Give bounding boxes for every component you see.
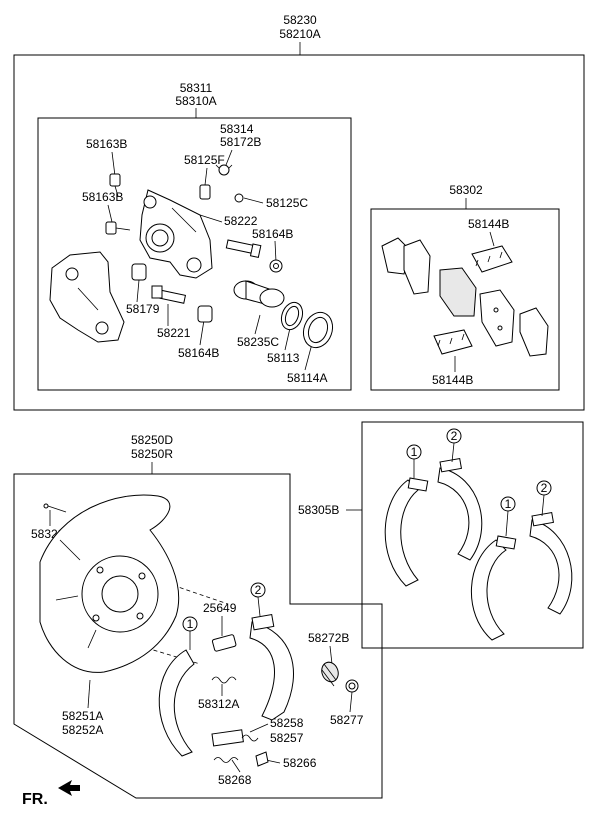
shoe-marker-2-a-label: 2 — [451, 429, 458, 443]
caliper-assembly-frame — [13, 54, 585, 411]
adjuster-assembly — [211, 729, 259, 747]
label-58144b-bottom: 58144B — [432, 373, 473, 387]
return-spring — [211, 676, 237, 684]
piston-seal — [280, 301, 304, 331]
clip-leader-top — [489, 231, 495, 247]
bleeder-cap-small — [234, 193, 244, 203]
label-58144b-top: 58144B — [468, 217, 509, 231]
label-25649: 25649 — [203, 601, 237, 615]
lower-spring — [213, 757, 239, 763]
label-58221: 58221 — [157, 326, 191, 340]
bleeder-screw — [199, 184, 211, 200]
label-58251a: 58251A — [62, 709, 103, 723]
label-58172b: 58172B — [220, 135, 261, 149]
shoes-frame — [361, 421, 584, 649]
shoe-set-b-left — [471, 535, 517, 641]
guide-pin-upper — [225, 239, 262, 258]
brake-pad-outer — [479, 289, 515, 347]
shoe-set-a-right — [437, 457, 483, 561]
shoe-marker-2-lower-label: 2 — [255, 583, 262, 597]
label-58164b-right: 58164B — [252, 227, 293, 241]
backplate-screw — [43, 503, 67, 513]
pin-boot — [131, 263, 147, 281]
hold-down-pin — [255, 751, 269, 767]
pads-title: 58302 — [449, 183, 483, 197]
label-58252a: 58252A — [62, 723, 103, 737]
brake-shoe-left — [158, 649, 195, 757]
label-58272b: 58272B — [308, 631, 349, 645]
backplate-title: 58250D — [131, 433, 173, 447]
brake-pad-inner — [439, 267, 477, 317]
caliper-bracket — [49, 251, 125, 343]
label-58113: 58113 — [267, 351, 300, 365]
shoe-marker-1-lower-label: 1 — [187, 617, 194, 631]
guide-pin-boot-right — [269, 259, 283, 273]
dust-shield — [39, 494, 180, 673]
caliper-bolt-mid — [105, 221, 131, 235]
brake-shoe-right — [249, 613, 294, 721]
bleeder-cap — [215, 164, 233, 176]
caliper-bolt-top — [109, 173, 121, 197]
shoe-marker-1-b-leader — [505, 510, 509, 537]
label-58163b-top: 58163B — [86, 137, 127, 151]
label-58164b-bottom: 58164B — [178, 346, 219, 360]
label-58277: 58277 — [330, 713, 364, 727]
shoe-marker-2-b-leader — [541, 494, 545, 517]
shoe-marker-1-b-label: 1 — [505, 497, 512, 511]
label-58125f: 58125F — [184, 153, 225, 167]
caliper-body — [139, 189, 213, 279]
label-58257: 58257 — [270, 731, 304, 745]
label-58258: 58258 — [270, 716, 304, 730]
front-arrow-icon — [58, 780, 80, 796]
label-58163b-mid: 58163B — [82, 190, 123, 204]
caliper-title-alt: 58310A — [175, 94, 216, 108]
shoes-title: 58305B — [298, 503, 339, 517]
adjuster-washer — [345, 679, 359, 693]
shoe-marker-2-a-leader — [451, 442, 455, 463]
label-58314: 58314 — [220, 122, 254, 136]
adjuster-clip — [211, 634, 237, 652]
shoe-marker-2-b-label: 2 — [541, 481, 548, 495]
label-58222: 58222 — [224, 214, 258, 228]
caliper-frame — [37, 117, 352, 391]
shoe-marker-2-lower-leader — [257, 596, 261, 617]
brake-pad-left — [403, 239, 431, 295]
piston — [233, 280, 285, 308]
label-58125c: 58125C — [266, 196, 308, 210]
pads-frame — [370, 208, 560, 391]
guide-pin-lower — [151, 285, 187, 304]
shoe-marker-1-a-label: 1 — [411, 445, 418, 459]
assembly-number: 58230 — [283, 13, 317, 27]
label-58179: 58179 — [126, 302, 160, 316]
adjuster-spring — [321, 661, 339, 687]
label-58235c: 58235C — [237, 335, 279, 349]
caliper-title: 58311 — [180, 81, 213, 95]
guide-pin-boot-lower — [197, 305, 213, 323]
shoe-set-a-left — [384, 477, 429, 587]
backplate-title-alt: 58250R — [131, 447, 173, 461]
label-58312a: 58312A — [198, 697, 239, 711]
pad-clip-bottom — [433, 329, 473, 355]
shoe-set-b-right — [529, 511, 573, 615]
backplate-frame — [13, 473, 383, 799]
label-58268: 58268 — [218, 773, 252, 787]
anti-squeal-shim-right — [519, 307, 549, 357]
pad-clip-top — [471, 245, 513, 273]
label-58114a: 58114A — [287, 371, 327, 385]
front-direction-label: FR. — [22, 791, 48, 808]
dust-boot — [302, 311, 334, 349]
label-58266: 58266 — [283, 756, 317, 770]
assembly-number-alt: 58210A — [279, 27, 320, 41]
caliper-leader-lines — [107, 149, 314, 371]
